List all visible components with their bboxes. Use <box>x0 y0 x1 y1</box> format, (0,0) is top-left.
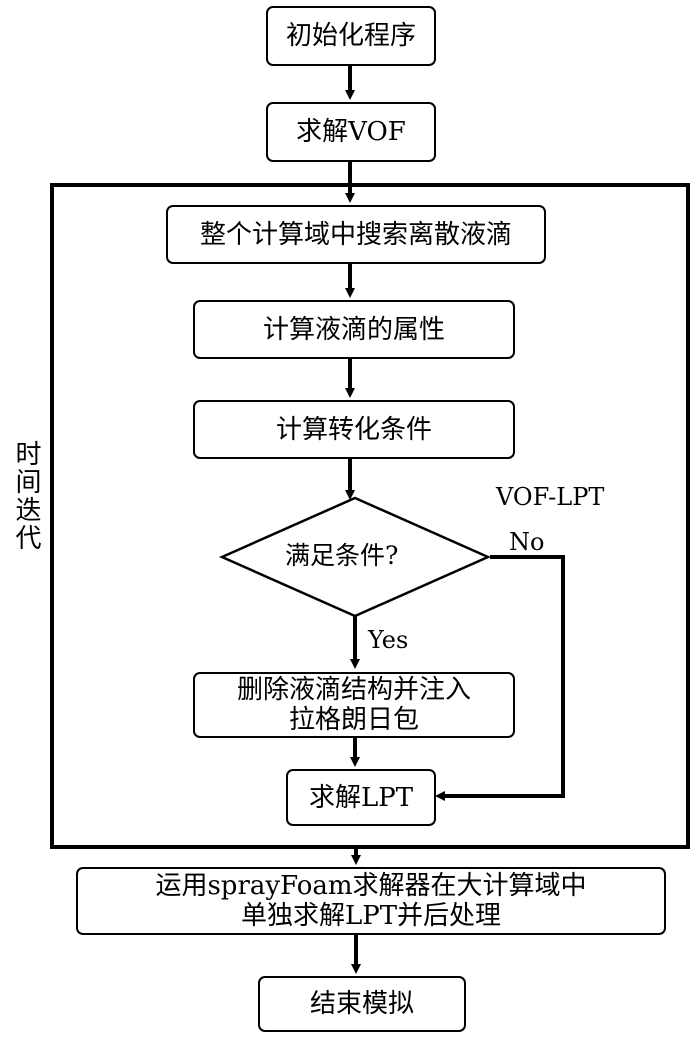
calc-transition-cond-box: 计算转化条件 <box>193 400 515 459</box>
decision-diamond <box>218 496 492 618</box>
yes-label: Yes <box>368 626 409 654</box>
solve-lpt-box: 求解LPT <box>286 769 436 826</box>
end-simulation-text: 结束模拟 <box>309 989 414 1019</box>
delete-droplet-text-line1: 删除液滴结构并注入 <box>236 675 471 705</box>
no-label: No <box>509 528 545 556</box>
time-iteration-label: 时间迭代 <box>11 440 41 552</box>
search-droplets-box: 整个计算域中搜索离散液滴 <box>166 205 546 264</box>
solve-vof-text: 求解VOF <box>296 117 406 147</box>
decision-text: 满足条件? <box>285 541 399 570</box>
vof-lpt-label: VOF-LPT <box>496 483 605 511</box>
arrow-decision-no <box>435 555 565 801</box>
calc-droplet-props-text: 计算液滴的属性 <box>262 314 445 345</box>
solve-lpt-text: 求解LPT <box>308 782 414 813</box>
init-program-text: 初始化程序 <box>285 21 416 51</box>
calc-droplet-props-box: 计算液滴的属性 <box>193 300 515 359</box>
solve-vof-box: 求解VOF <box>266 102 436 162</box>
search-droplets-text: 整个计算域中搜索离散液滴 <box>199 219 512 250</box>
delete-droplet-box: 删除液滴结构并注入 拉格朗日包 <box>193 672 515 738</box>
delete-droplet-text-line2: 拉格朗日包 <box>288 705 419 735</box>
sprayfoam-text-line2: 单独求解LPT并后处理 <box>240 901 502 931</box>
init-program-box: 初始化程序 <box>266 6 436 66</box>
sprayfoam-text-line1: 运用sprayFoam求解器在大计算域中 <box>155 871 587 901</box>
time-iteration-loop-frame <box>50 183 690 849</box>
sprayfoam-box: 运用sprayFoam求解器在大计算域中 单独求解LPT并后处理 <box>76 867 666 935</box>
end-simulation-box: 结束模拟 <box>258 976 466 1032</box>
calc-transition-cond-text: 计算转化条件 <box>275 414 432 445</box>
